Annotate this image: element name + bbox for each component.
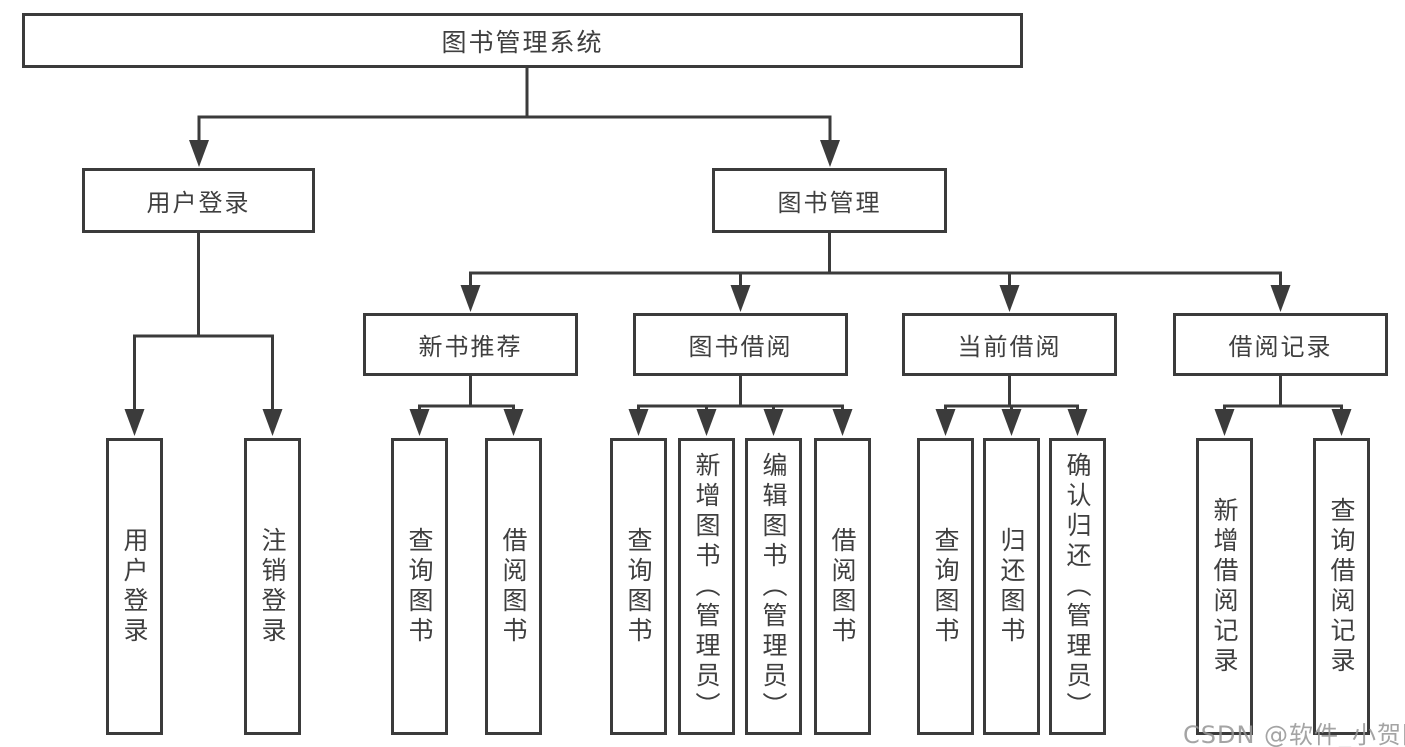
leaf-add-books-admin: 新增图书（管理员） xyxy=(678,438,735,735)
node-book-borrowing: 图书借阅 xyxy=(633,313,848,376)
leaf-logout: 注销登录 xyxy=(244,438,301,735)
arrow-down-icon xyxy=(262,409,283,436)
arrow-down-icon xyxy=(820,140,840,167)
leaf-query-books-borrowing: 查询图书 xyxy=(610,438,667,735)
arrow-down-icon xyxy=(1001,409,1022,436)
arrow-down-icon xyxy=(696,409,717,436)
leaf-query-books-recommend: 查询图书 xyxy=(391,438,448,735)
arrow-down-icon xyxy=(730,285,751,312)
node-library-management-system: 图书管理系统 xyxy=(22,13,1023,68)
arrow-down-icon xyxy=(935,409,956,436)
arrow-down-icon xyxy=(628,409,649,436)
leaf-query-books-current: 查询图书 xyxy=(917,438,974,735)
arrow-down-icon xyxy=(503,409,524,436)
csdn-watermark: CSDN @软件_小贺同学 xyxy=(1183,721,1405,747)
arrow-down-icon xyxy=(409,409,430,436)
arrow-down-icon xyxy=(1214,409,1235,436)
arrow-down-icon xyxy=(763,409,784,436)
arrow-down-icon xyxy=(1270,285,1291,312)
leaf-return-books: 归还图书 xyxy=(983,438,1040,735)
leaf-add-borrow-record: 新增借阅记录 xyxy=(1196,438,1253,735)
arrow-down-icon xyxy=(460,285,481,312)
leaf-query-borrow-record: 查询借阅记录 xyxy=(1313,438,1370,735)
node-user-login: 用户登录 xyxy=(82,168,315,233)
leaf-borrow-books: 借阅图书 xyxy=(814,438,871,735)
leaf-confirm-return-admin: 确认归还（管理员） xyxy=(1049,438,1106,735)
arrow-down-icon xyxy=(1331,409,1352,436)
arrow-down-icon xyxy=(1067,409,1088,436)
arrow-down-icon xyxy=(124,409,145,436)
leaf-user-login: 用户登录 xyxy=(106,438,163,735)
node-borrowing-records: 借阅记录 xyxy=(1173,313,1388,376)
node-book-management: 图书管理 xyxy=(712,168,947,233)
node-current-borrowing: 当前借阅 xyxy=(902,313,1117,376)
leaf-borrow-books-recommend: 借阅图书 xyxy=(485,438,542,735)
arrow-down-icon xyxy=(189,140,209,167)
leaf-edit-books-admin: 编辑图书（管理员） xyxy=(745,438,802,735)
node-new-book-recommend: 新书推荐 xyxy=(363,313,578,376)
arrow-down-icon xyxy=(999,285,1020,312)
arrow-down-icon xyxy=(832,409,853,436)
